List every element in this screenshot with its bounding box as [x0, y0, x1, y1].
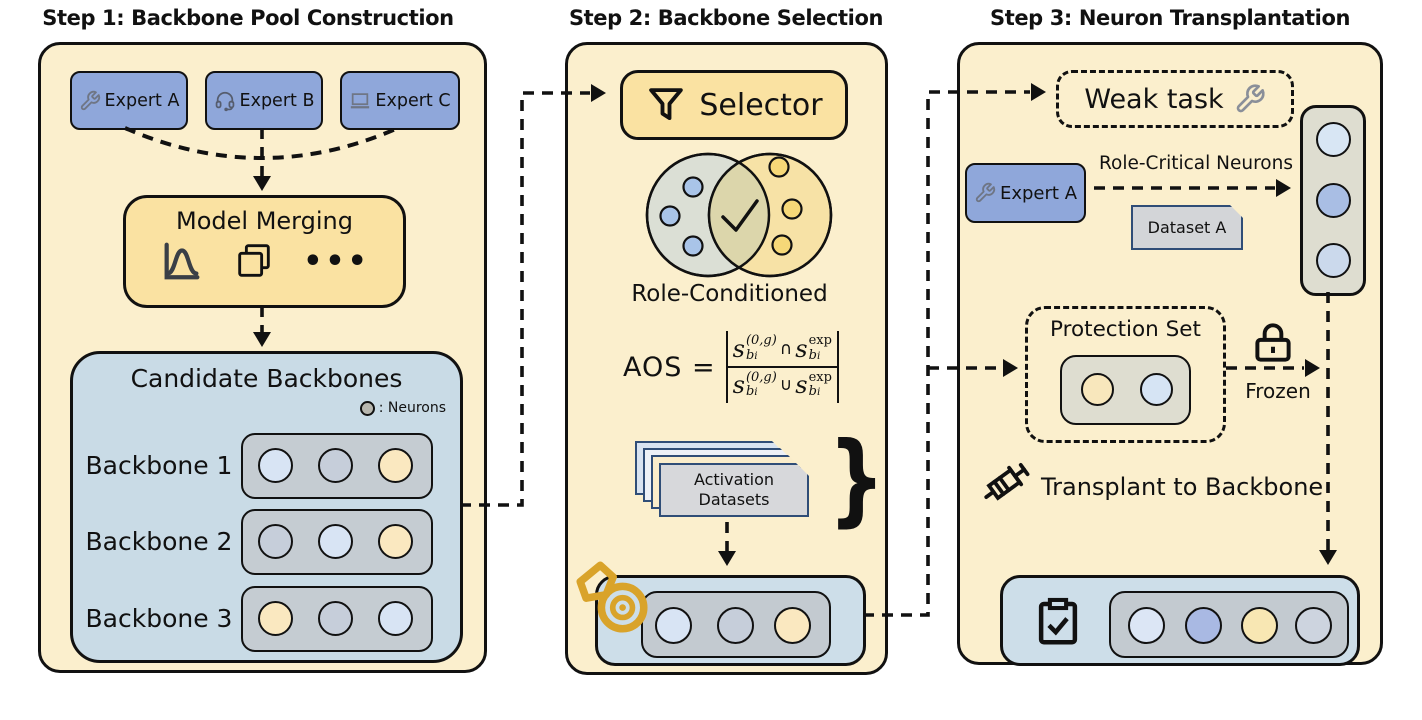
neuron — [258, 601, 293, 636]
brace-glyph: } — [828, 420, 886, 537]
expert-a-label: Expert A — [104, 90, 180, 111]
weak-task-label: Weak task — [1084, 83, 1224, 115]
distribution-chart-icon — [164, 242, 200, 280]
backbone-3-label: Backbone 3 — [85, 604, 233, 633]
venn-dot-blue — [682, 235, 704, 257]
candidate-backbones-title: Candidate Backbones — [130, 364, 403, 393]
step2-title: Step 2: Backbone Selection — [568, 6, 884, 30]
neuron — [258, 524, 293, 559]
expert-c-box: Expert C — [340, 71, 460, 130]
venn-overlap — [709, 154, 769, 276]
activation-datasets-line1: Activation — [693, 470, 775, 489]
neuron — [717, 607, 754, 644]
wrench-icon — [975, 182, 996, 203]
activation-datasets-card: Activation Datasets — [659, 463, 809, 517]
neuron — [1316, 183, 1351, 218]
neuron — [1140, 373, 1173, 406]
selector-label: Selector — [699, 87, 823, 123]
neuron — [318, 524, 353, 559]
venn-caption: Role-Conditioned — [631, 281, 828, 307]
neuron — [258, 448, 293, 483]
neuron — [655, 607, 692, 644]
wrench-icon — [1236, 84, 1265, 113]
final-backbone-box — [1000, 575, 1360, 666]
check-icon — [721, 199, 759, 232]
neuron — [1185, 607, 1222, 644]
expert-b-label: Expert B — [239, 90, 315, 111]
neuron-column — [1300, 105, 1366, 296]
selected-backbone-slots — [641, 591, 831, 658]
venn-diagram — [645, 152, 833, 278]
gold-seal-icon — [576, 561, 648, 633]
expert-a-box: Expert A — [70, 71, 188, 130]
headset-icon — [215, 91, 234, 111]
backbone-3-slots — [241, 586, 433, 652]
expert-b-box: Expert B — [205, 71, 323, 130]
laptop-icon — [351, 92, 370, 108]
neuron — [1295, 607, 1332, 644]
neuron — [378, 601, 413, 636]
step1-title: Step 1: Backbone Pool Construction — [42, 6, 454, 30]
backbone-1-slots — [241, 433, 433, 499]
step3-title: Step 3: Neuron Transplantation — [989, 6, 1351, 30]
neuron — [318, 448, 353, 483]
expert-a-box: Expert A — [965, 163, 1086, 223]
protection-set-box: Protection Set — [1025, 306, 1226, 443]
venn-dot-yellow — [781, 198, 803, 220]
lock-icon — [1255, 323, 1291, 362]
backbone-2-label: Backbone 2 — [85, 527, 233, 556]
backbone-1-label: Backbone 1 — [85, 451, 233, 480]
venn-dot-yellow — [768, 156, 790, 178]
syringe-icon — [984, 462, 1030, 501]
neuron — [1241, 607, 1278, 644]
funnel-icon — [649, 88, 684, 121]
neuron — [378, 524, 413, 559]
neuron — [1128, 607, 1165, 644]
neurons-legend-label: : Neurons — [378, 400, 446, 416]
selector-box: Selector — [620, 70, 848, 140]
model-merging-label: Model Merging — [176, 207, 353, 235]
neuron — [1081, 373, 1114, 406]
venn-dot-blue — [659, 205, 681, 227]
dataset-a-label: Dataset A — [1147, 218, 1227, 237]
copy-icon — [238, 244, 270, 277]
final-backbone-slots — [1109, 591, 1349, 658]
panel-step3: Weak task Expert A Role-Critical Neurons… — [957, 42, 1383, 666]
neuron — [1316, 122, 1351, 157]
neuron-legend-dot — [359, 400, 375, 416]
neurons-legend: : Neurons — [359, 400, 446, 416]
weak-task-box: Weak task — [1056, 70, 1294, 128]
clipboard-check-icon — [1038, 597, 1078, 645]
panel-step1: Expert A Expert B Expert C Model Merging… — [38, 42, 487, 673]
transplant-label: Transplant to Backbone — [1041, 473, 1324, 501]
neuron — [1316, 243, 1351, 278]
neuron — [318, 601, 353, 636]
wrench-icon — [80, 90, 100, 110]
activation-datasets-line2: Datasets — [698, 490, 770, 509]
protection-set-slots — [1060, 355, 1191, 425]
neuron — [774, 607, 811, 644]
intersect-op: ∩ — [779, 338, 793, 359]
backbone-2-slots — [241, 509, 433, 575]
aos-lhs: AOS = — [623, 351, 716, 383]
role-critical-neurons-label: Role-Critical Neurons — [1099, 153, 1293, 174]
expert-c-label: Expert C — [375, 90, 451, 111]
union-op: ∪ — [779, 375, 793, 396]
neuron — [378, 448, 413, 483]
panel-step2: Selector Role-Conditioned AOS = s(0,g)bi — [565, 42, 888, 675]
protection-set-label: Protection Set — [1050, 317, 1201, 342]
venn-dot-yellow — [771, 234, 793, 256]
venn-dot-blue — [682, 176, 704, 198]
dataset-a-box: Dataset A — [1131, 205, 1243, 250]
expert-a-label: Expert A — [999, 182, 1078, 204]
frozen-label: Frozen — [1245, 379, 1311, 403]
ellipsis-icon: ••• — [303, 243, 370, 279]
candidate-backbones-container: Candidate Backbones : Neurons Backbone 1… — [70, 351, 463, 663]
model-merging-box: Model Merging ••• — [123, 195, 406, 308]
